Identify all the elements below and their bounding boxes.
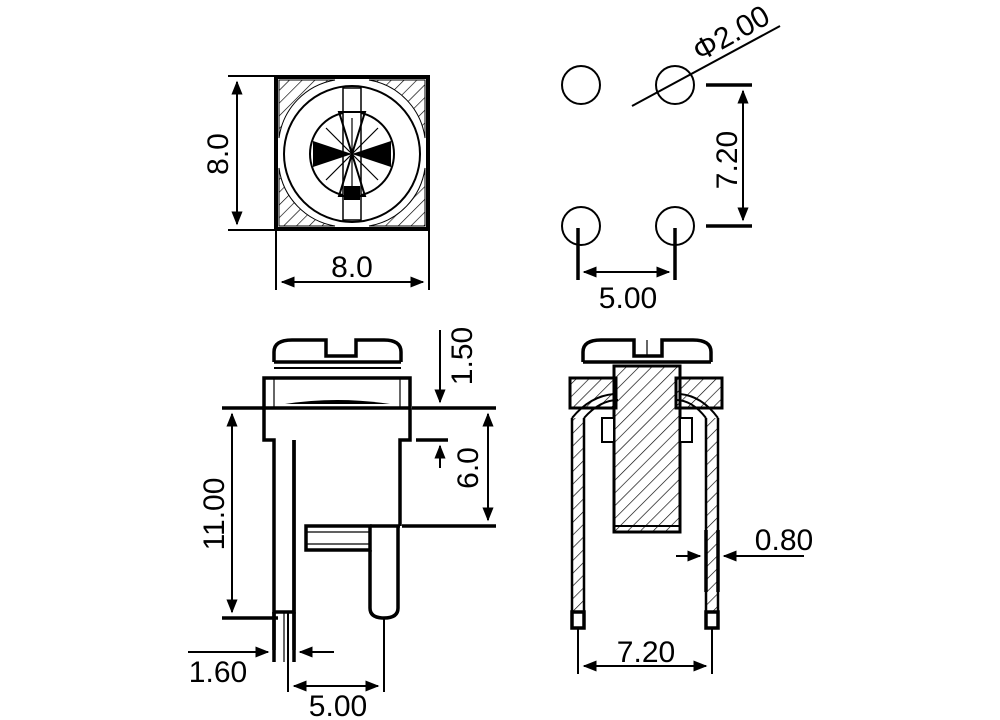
section-view: 0.80 7.20 xyxy=(568,338,813,674)
pcb-footprint: Φ2.00 7.20 5.00 xyxy=(561,0,781,315)
pad-top-left xyxy=(561,65,601,105)
dim-screw-height: 1.50 xyxy=(446,327,479,385)
dim-total-height: 11.00 xyxy=(198,478,231,551)
dim-lead-spacing-side: 5.00 xyxy=(309,690,367,720)
dim-lead-thickness: 0.80 xyxy=(755,524,813,557)
side-view: 11.00 1.50 6.0 1.60 5.00 xyxy=(188,327,496,720)
dim-lead-width: 1.60 xyxy=(189,656,247,689)
dim-body-height: 6.0 xyxy=(452,447,485,489)
pad-bottom-left xyxy=(561,206,601,246)
dim-lead-spacing-section: 7.20 xyxy=(617,636,675,669)
dim-pad-pitch-vertical: 7.20 xyxy=(711,131,744,189)
top-view: 8.0 8.0 xyxy=(202,75,430,290)
dim-pad-diameter: Φ2.00 xyxy=(687,0,775,68)
dim-pad-pitch-horizontal: 5.00 xyxy=(599,282,657,315)
dim-top-height: 8.0 xyxy=(202,133,235,175)
pad-top-right xyxy=(655,65,695,105)
dim-top-width: 8.0 xyxy=(331,251,373,284)
